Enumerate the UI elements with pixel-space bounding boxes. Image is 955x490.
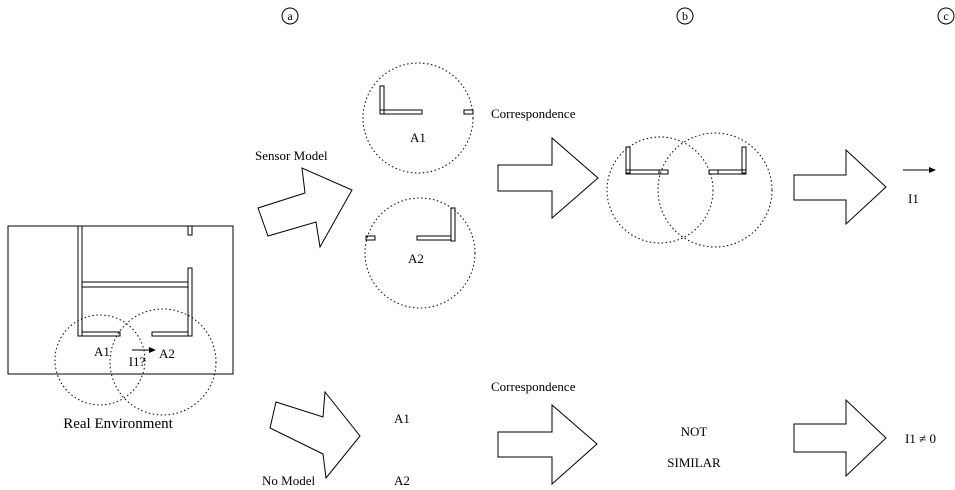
real-environment: A1 A2 I1? Real Environment [7,225,234,432]
bottom-label-a2: A2 [394,473,410,488]
bottom-result-label: I1 ≠ 0 [905,431,936,446]
not-label: NOT [681,424,708,439]
local-view-a2 [364,197,476,309]
sensor-model-label: Sensor Model [255,148,328,163]
result-vector-icon [903,167,936,173]
env-caption: Real Environment [63,416,173,432]
correspondence-arrow-top [497,136,599,220]
svg-text:c: c [943,9,948,23]
no-model-label: No Model [262,473,315,488]
local-view-a1 [362,62,474,174]
svg-text:b: b [682,9,688,23]
similar-label: SIMILAR [667,455,721,470]
step-marker-c: c [937,7,955,25]
top-result-label: I1 [908,191,919,206]
step-marker-a: a [281,7,299,25]
environment-ledge-right [151,331,189,337]
result-arrow-bottom [793,398,887,478]
correspondence-label-top: Correspondence [491,106,576,121]
result-arrow-top [793,148,887,226]
range-circle-a1 [54,314,146,406]
bottom-label-a1: A1 [394,411,410,426]
matched-views [606,132,773,248]
sensor-model-arrow [257,167,353,249]
no-model-arrow [269,390,361,480]
environment-small-feature [187,225,193,236]
environment-ledge-left [81,331,121,337]
environment-left-wall [77,225,83,337]
env-label-query: I1? [129,354,146,369]
step-marker-b: b [676,7,694,25]
top-label-a1: A1 [410,130,426,145]
range-circle-a2 [109,308,217,416]
environment-frame [7,225,234,375]
correspondence-arrow-bottom [497,403,598,486]
env-label-a2: A2 [159,346,175,361]
environment-right-wall [187,267,193,337]
env-label-a1: A1 [94,344,110,359]
svg-text:a: a [287,9,293,23]
top-label-a2: A2 [408,251,424,266]
correspondence-label-bottom: Correspondence [491,379,576,394]
